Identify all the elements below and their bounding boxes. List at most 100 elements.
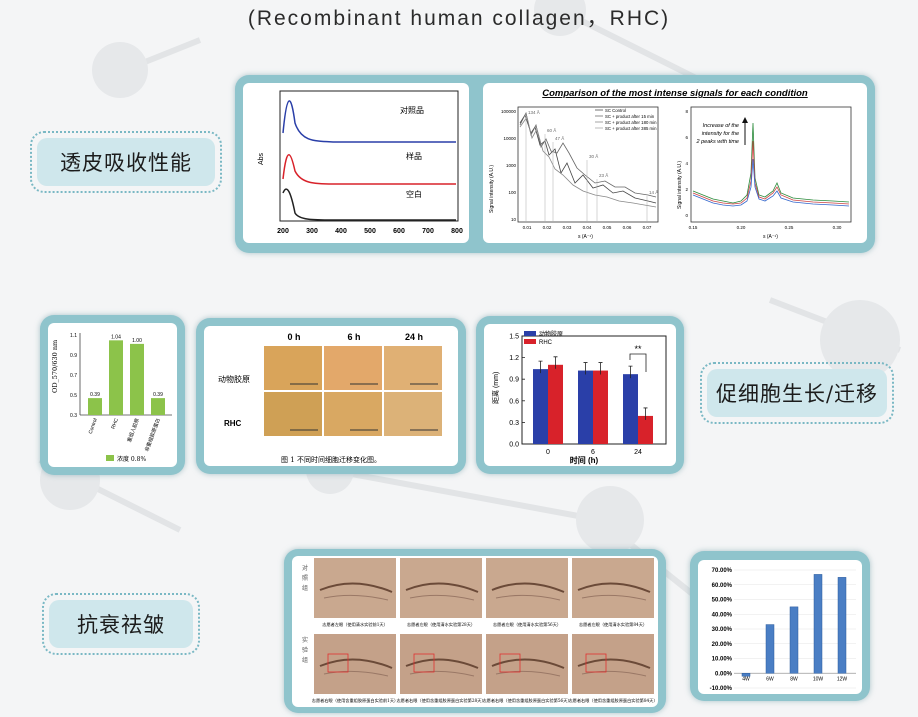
od-bar-value: 0.39 [153, 392, 163, 398]
wr-row-control: 对照组 [302, 564, 308, 592]
saxs-xtick: 0.05 [603, 225, 612, 230]
od-bar-value: 1.00 [132, 338, 142, 344]
saxs-xtick: 0.01 [523, 225, 532, 230]
saxs-xtick: 0.03 [563, 225, 572, 230]
dist-ytick: 0.6 [509, 398, 519, 405]
label-cell-growth: 促细胞生长/迁移 [700, 362, 894, 424]
saxs-zoom-xtick: 0.25 [785, 225, 794, 230]
dist-ytick: 1.2 [509, 355, 519, 362]
pct-category: 12W [837, 676, 848, 682]
pct-category: 6W [766, 676, 774, 682]
od-category: 非重组胶原蛋白 [143, 417, 162, 452]
od-bar [88, 398, 102, 415]
wrinkle-caption: 志愿者右眼（使用含重组胶原蛋白实验前1天） [312, 697, 398, 704]
pct-bar [765, 624, 775, 674]
dist-bar [578, 370, 593, 444]
mig-photo [264, 392, 322, 436]
pct-ytick: 0.00% [715, 671, 733, 677]
wrinkle-caption: 志愿者左眼（使用清水实验第28天） [407, 621, 475, 628]
saxs-curve-15 [519, 111, 657, 198]
saxs-chart: Comparison of the most intense signals f… [483, 83, 867, 243]
saxs-zoom-annotation-1: Increase of the [703, 123, 739, 129]
od-ytick: 1.1 [70, 333, 77, 339]
abs-xtick: 800 [451, 228, 463, 235]
label-anti-aging: 抗衰祛皱 [42, 593, 200, 655]
wr-row-experiment: 实验组 [302, 636, 308, 664]
saxs-ytick: 10 [511, 217, 517, 222]
saxs-zoom-xtick: 0.15 [689, 225, 698, 230]
mig-photo [384, 346, 442, 390]
saxs-zoom-ytick: 8 [685, 109, 688, 114]
dist-bar [533, 369, 548, 444]
saxs-xtick: 0.02 [543, 225, 552, 230]
abs-xtick: 400 [335, 228, 347, 235]
dist-ylabel: 距离 (mm) [491, 372, 500, 404]
saxs-zoom-ylabel: Signal intensity (A.U.) [677, 161, 683, 209]
abs-curve-control [282, 100, 456, 143]
dist-xtick: 6 [591, 449, 595, 456]
od-bar-value: 1.04 [111, 334, 121, 340]
saxs-zoom-ytick: 2 [685, 187, 688, 192]
dist-bar [548, 364, 563, 444]
saxs-peak-label: 47 Å [555, 135, 564, 141]
dist-bar [638, 415, 653, 444]
pct-bar [813, 574, 823, 674]
pct-category: 8W [790, 676, 798, 682]
wrinkle-caption: 志愿者左眼（使用清水实验第56天） [493, 621, 561, 628]
pct-chart: 70.00%60.00%50.00%40.00%30.00%20.00%10.0… [698, 560, 862, 694]
od-bar [130, 343, 144, 415]
od-ylabel: OD_570/630 nm [51, 340, 59, 393]
wrinkle-caption: 志愿者右眼（使用含重组胶原蛋白实验第28天） [396, 697, 485, 704]
saxs-ytick: 10000 [503, 136, 516, 141]
dist-bar [593, 370, 608, 444]
dist-legend-rhc: RHC [539, 340, 553, 346]
abs-label-sample: 样品 [406, 151, 422, 161]
dist-ytick: 1.5 [509, 334, 519, 341]
page-title: (Recombinant human collagen，RHC) [247, 7, 671, 30]
od-ytick: 0.7 [70, 373, 77, 379]
label-skin-absorption-text: 透皮吸收性能 [37, 138, 215, 186]
od-legend: 浓度 0.8% [117, 455, 146, 463]
mig-header: 24 h [405, 332, 423, 342]
od-bar-value: 0.39 [90, 392, 100, 398]
saxs-zoom-ytick: 4 [685, 161, 688, 166]
mig-header: 6 h [347, 332, 360, 342]
saxs-zoom-curve-b [692, 140, 850, 205]
abs-label-control: 对照品 [400, 105, 424, 115]
dist-legend-animal: 动物胶原 [539, 330, 563, 338]
od-ytick: 0.5 [70, 393, 77, 399]
saxs-legend-item: SC Control [605, 108, 626, 113]
saxs-peak-label: 60 Å [547, 127, 556, 133]
saxs-xtick: 0.07 [643, 225, 652, 230]
mig-header: 0 h [287, 332, 300, 342]
dist-ytick: 0.3 [509, 420, 519, 427]
pct-bar [789, 606, 799, 674]
od-category: Control [88, 418, 99, 435]
dist-xtick: 24 [634, 449, 642, 456]
dist-ytick: 0.9 [509, 377, 519, 384]
dist-xlabel: 时间 (h) [570, 455, 599, 465]
mig-row-rhc: RHC [224, 419, 242, 428]
saxs-peak-label: 23 Å [599, 172, 608, 178]
pct-panel: 70.00%60.00%50.00%40.00%30.00%20.00%10.0… [690, 551, 870, 701]
mig-caption: 图 1 不同时间细胞迁移变化图。 [281, 455, 381, 464]
pct-bar [837, 577, 847, 674]
saxs-zoom-ytick: 6 [685, 135, 688, 140]
abs-label-blank: 空白 [406, 189, 422, 199]
saxs-zoom-annotation-3: 2 peaks with time [696, 139, 740, 145]
saxs-legend-item: SC + product after 180 min [605, 120, 657, 125]
saxs-ytick: 100000 [501, 109, 517, 114]
wrinkle-panel: 对照组 实验组 志愿者左眼（使用清水实验前1天）志愿者左眼（使用清水实验第28天… [284, 549, 666, 713]
saxs-xtick: 0.06 [623, 225, 632, 230]
saxs-curve-180 [519, 116, 657, 208]
pct-category: 4W [742, 676, 750, 682]
abs-curve-sample [282, 154, 456, 185]
saxs-xlabel: s (A⁻¹) [578, 234, 593, 240]
